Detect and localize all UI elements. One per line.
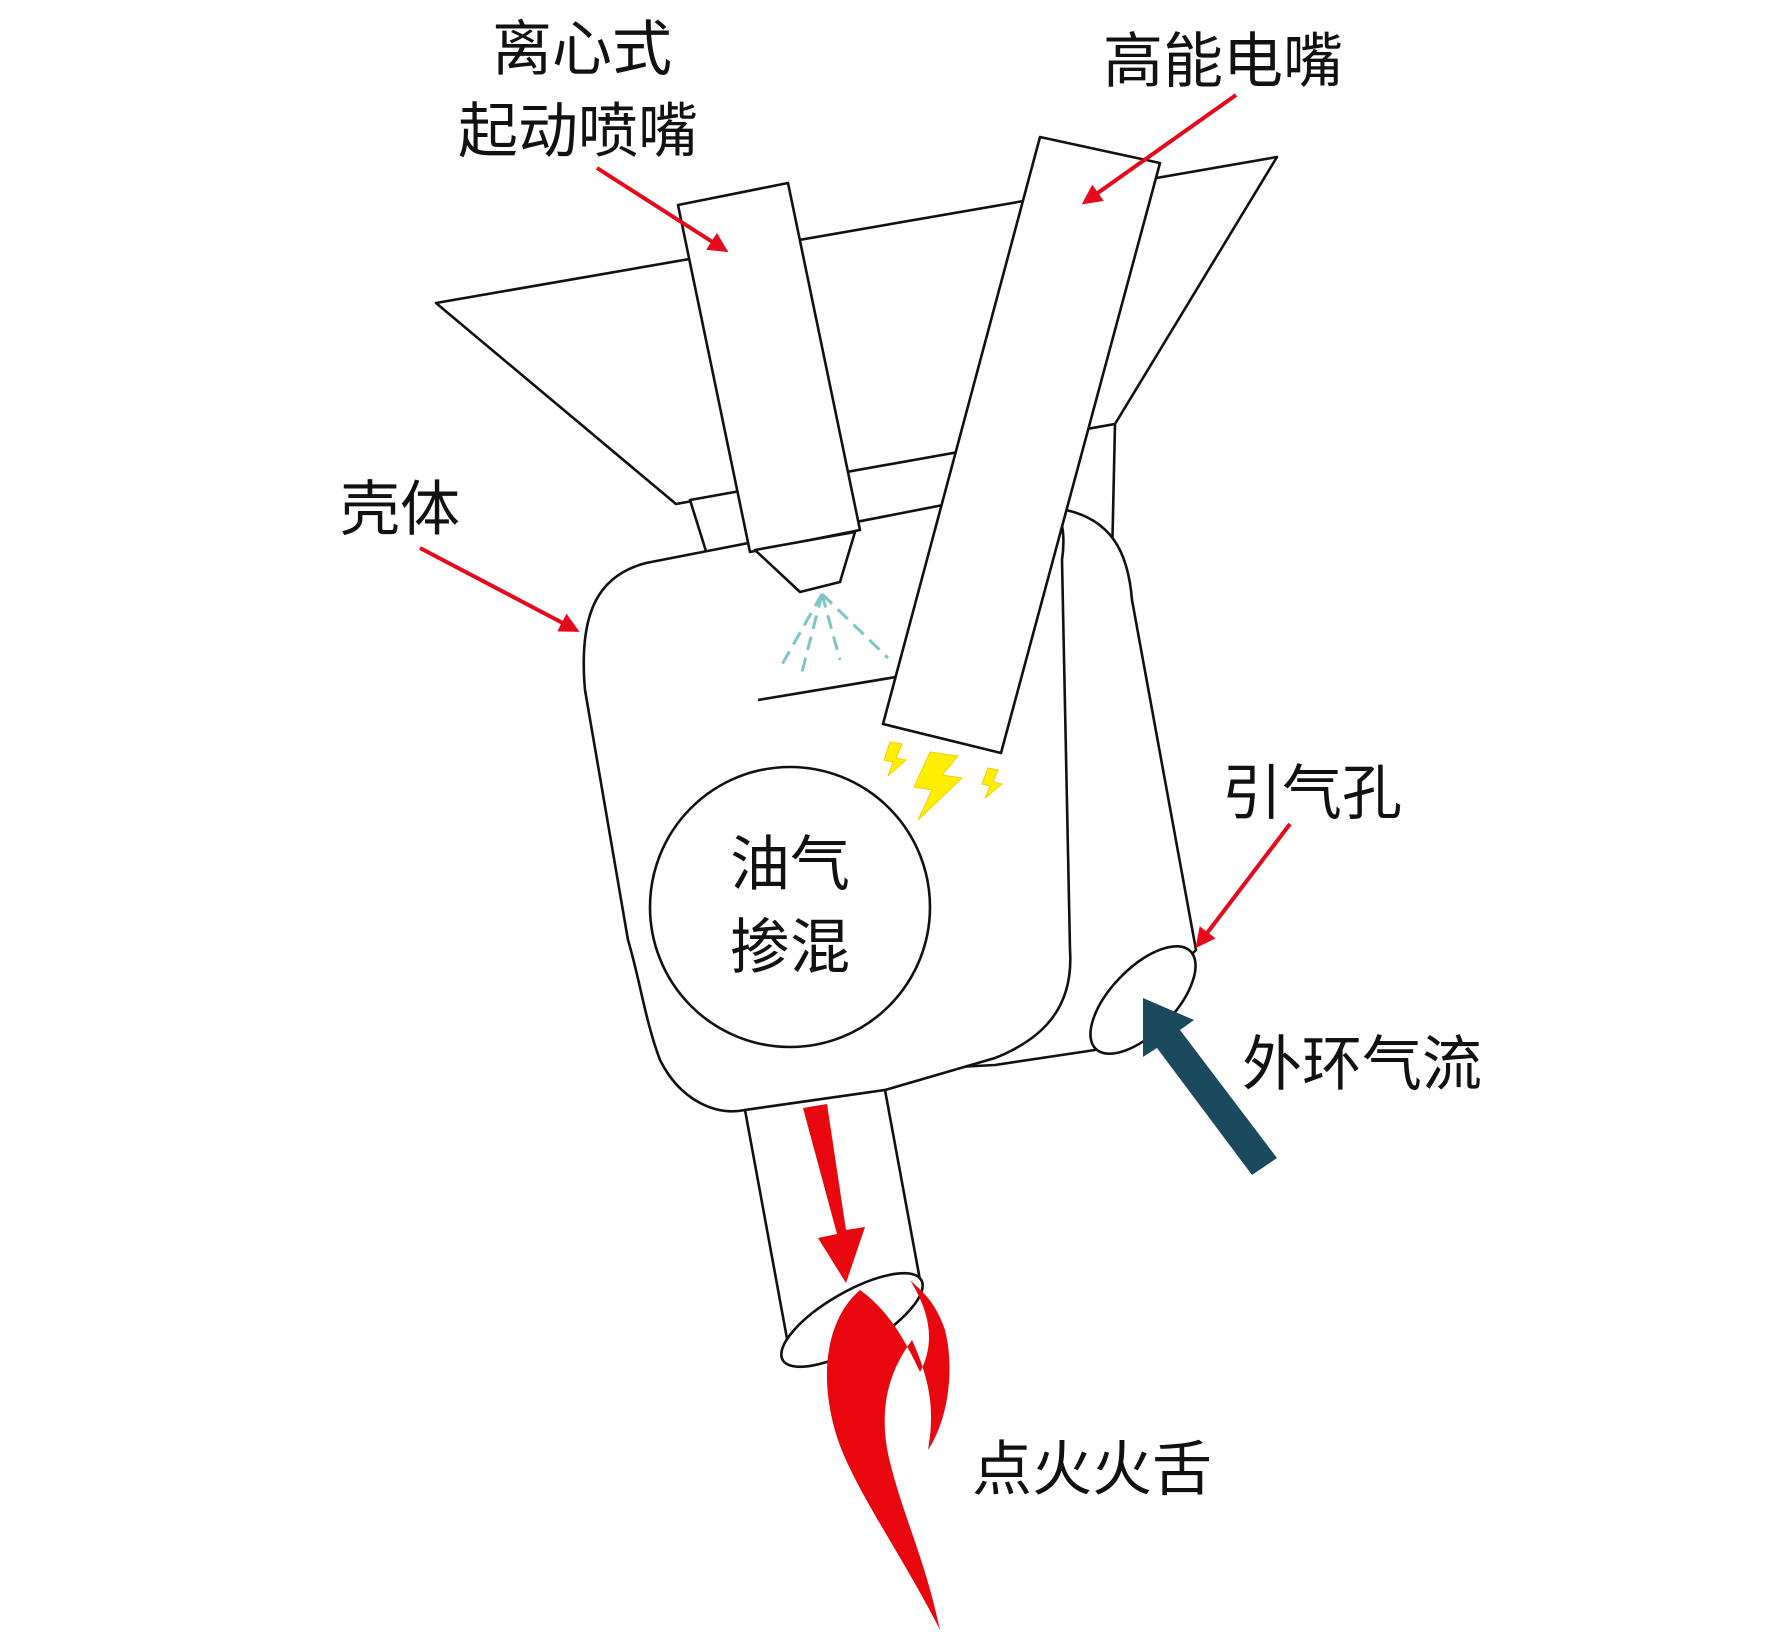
- label-outer-airflow: 外环气流: [1242, 1030, 1482, 1100]
- nozzle-tip: [753, 530, 857, 594]
- centrifugal-nozzle-pointer: [595, 166, 729, 253]
- igniter-pointer: [1081, 93, 1238, 205]
- outer-airflow-arrow: [1143, 998, 1277, 1175]
- fuel-spray: [778, 592, 890, 673]
- mounting-flange: [434, 155, 1279, 506]
- internal-baffle: [757, 674, 903, 702]
- label-igniter: 高能电嘴: [1103, 27, 1343, 97]
- label-housing: 壳体: [340, 475, 460, 545]
- label-mixing-line2: 掺混: [730, 913, 850, 983]
- centrifugal-start-nozzle: [676, 181, 862, 554]
- spark-icon: [883, 741, 1004, 821]
- label-centrifugal-line2: 起动喷嘴: [458, 97, 698, 167]
- bleed-hole-pointer: [1195, 822, 1292, 949]
- label-mixing-line1: 油气: [730, 830, 850, 900]
- mixing-zone: [648, 765, 932, 1049]
- label-bleed-hole: 引气孔: [1222, 759, 1402, 829]
- flame-icon: [826, 1280, 950, 1630]
- internal-flow-arrow: [803, 1104, 865, 1283]
- label-flame: 点火火舌: [972, 1435, 1212, 1505]
- housing-pointer: [419, 546, 580, 632]
- high-energy-igniter: [881, 135, 1162, 755]
- label-centrifugal-line1: 离心式: [492, 15, 672, 85]
